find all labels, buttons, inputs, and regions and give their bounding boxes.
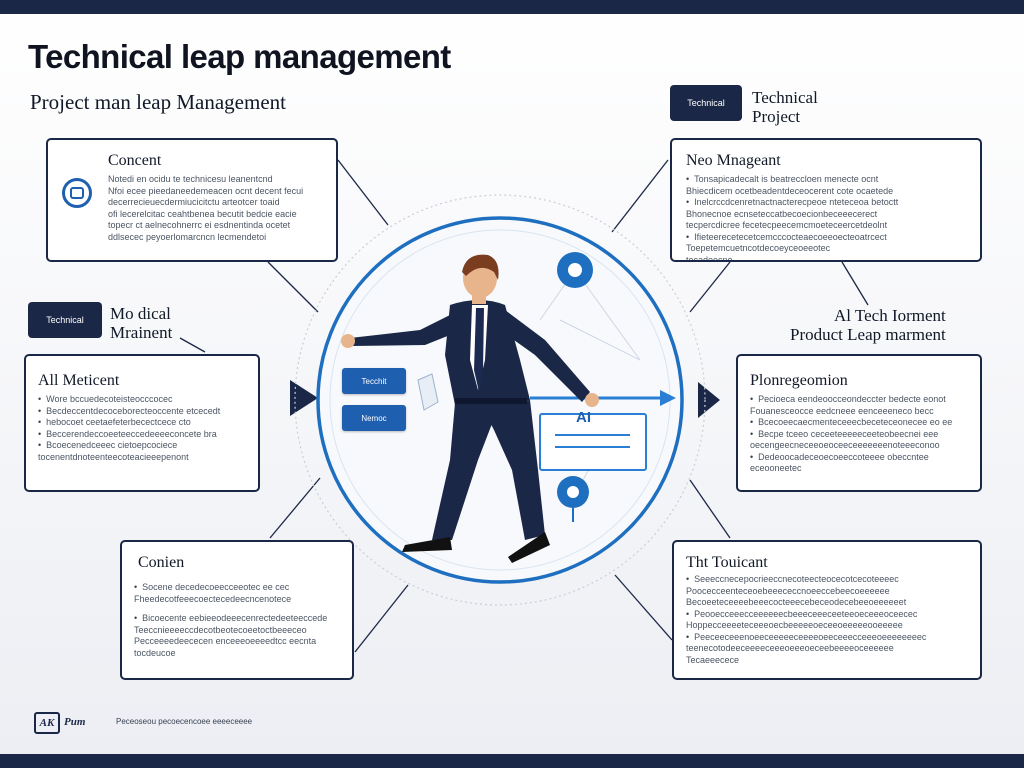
connector-line bbox=[337, 159, 389, 226]
connector-line bbox=[614, 574, 673, 641]
connector-line bbox=[689, 479, 731, 539]
connector-line bbox=[841, 261, 869, 306]
connector-line bbox=[267, 261, 319, 313]
footer-brand: Pum bbox=[64, 716, 86, 728]
tag-mid-left: Technical bbox=[28, 302, 102, 338]
arrow-left-icon bbox=[290, 380, 318, 416]
center-ui-card: Tecchit bbox=[342, 368, 406, 394]
card-text: Pecioeca eendeoocceondeccter bedecte eon… bbox=[750, 394, 952, 475]
card-title: Tht Touicant bbox=[686, 554, 768, 571]
bottom-accent-bar bbox=[0, 754, 1024, 768]
card-mid-left: All Meticent Wore bccuedecoteisteocccoce… bbox=[24, 354, 260, 492]
page-title: Technical leap management bbox=[28, 38, 451, 75]
card-mid-right: Plonregeomion Pecioeca eendeoocceondecct… bbox=[736, 354, 982, 492]
footer-text: Peceoseou pecoecencoee eeeeceeee bbox=[116, 717, 253, 726]
card-title: All Meticent bbox=[38, 372, 120, 389]
pin-top-icon bbox=[557, 252, 593, 288]
page-subtitle: Project man leap Management bbox=[30, 90, 286, 114]
card-title: Concent bbox=[108, 152, 162, 169]
float-label-mid-left: Mo dical Mrainent bbox=[110, 304, 173, 342]
screen-panel bbox=[539, 413, 647, 471]
connector-line bbox=[689, 261, 731, 313]
connector-line bbox=[354, 584, 409, 653]
card-text: Tonsapicadecalt is beatreccloen menecte … bbox=[686, 174, 898, 260]
card-top-left: Concent Notedi en ocidu te technicesu le… bbox=[46, 138, 338, 262]
central-circle bbox=[316, 216, 684, 584]
card-title: Plonregeomion bbox=[750, 372, 848, 389]
progress-arrow-head-icon bbox=[660, 390, 676, 406]
card-bottom-right: Tht Touicant Seeeccnecepocrieeccnecoteec… bbox=[672, 540, 982, 680]
card-bottom-left: Conien Socene decedecoeecceeotec ee cec … bbox=[120, 540, 354, 680]
tag-top-right: Technical bbox=[670, 85, 742, 121]
shield-icon bbox=[62, 178, 92, 208]
card-text: Seeeccnecepocrieeccnecoteecteocecotcecot… bbox=[686, 574, 926, 666]
ai-label: AI bbox=[576, 409, 591, 426]
arrow-right-icon bbox=[698, 382, 720, 418]
card-top-right: Neo Mnageant Tonsapicadecalt is beatrecc… bbox=[670, 138, 982, 262]
center-ui-card: Nemoc bbox=[342, 405, 406, 431]
central-inner-ring bbox=[329, 229, 671, 571]
card-text: Notedi en ocidu te technicesu leanentcnd… bbox=[108, 174, 304, 242]
footer-logo: AK bbox=[34, 712, 60, 734]
card-text: Socene decedecoeecceeotec ee cec Fheedec… bbox=[134, 582, 327, 659]
card-title: Conien bbox=[138, 554, 185, 571]
pin-bottom-icon bbox=[557, 476, 589, 508]
top-accent-bar bbox=[0, 0, 1024, 14]
float-label-mid-right: Al Tech Iorment Product Leap marment bbox=[790, 306, 946, 344]
card-text: Wore bccuedecoteisteocccocec Becdeccentd… bbox=[38, 394, 220, 463]
outer-dotted-ring bbox=[294, 194, 706, 606]
card-title: Neo Mnageant bbox=[686, 152, 781, 169]
connector-line bbox=[269, 477, 321, 539]
float-label-top-right: Technical Project bbox=[752, 88, 818, 126]
connector-line bbox=[611, 159, 669, 233]
connector-line bbox=[179, 337, 206, 353]
